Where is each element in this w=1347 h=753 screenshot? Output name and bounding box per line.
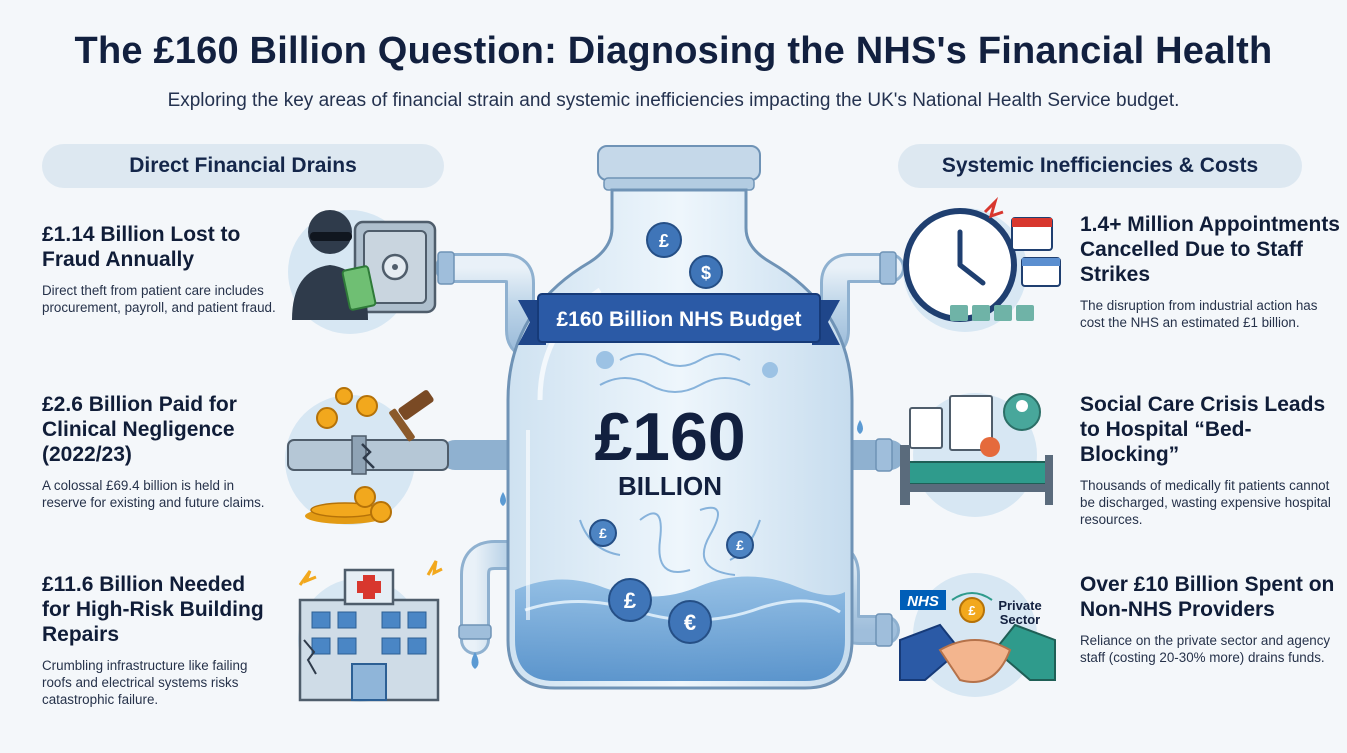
budget-banner bbox=[518, 293, 840, 345]
left-item-title: £11.6 Billion Needed for High-Risk Build… bbox=[42, 573, 264, 646]
budget-banner-label: £160 Billion NHS Budget bbox=[556, 308, 801, 331]
right-item-desc: Thousands of medically fit patients cann… bbox=[1080, 478, 1331, 527]
crumbling-hospital-icon bbox=[298, 560, 443, 702]
fraud-thief-safe-icon bbox=[288, 210, 437, 334]
nhs-logo-label: NHS bbox=[907, 593, 939, 610]
coin-symbol-4: £ bbox=[736, 537, 744, 553]
right-item-title: Over £10 Billion Spent on Non-NHS Provid… bbox=[1080, 573, 1335, 621]
handshake-icon bbox=[899, 573, 1056, 697]
right-item-desc: The disruption from industrial action ha… bbox=[1080, 298, 1318, 330]
private-sector-label-line2: Sector bbox=[1000, 612, 1040, 627]
left-item-title: £1.14 Billion Lost to Fraud Annually bbox=[42, 223, 241, 271]
left-item-building-repairs: £11.6 Billion Needed for High-Risk Build… bbox=[42, 572, 277, 708]
pipe-flanges bbox=[437, 251, 897, 647]
left-item-title: £2.6 Billion Paid for Clinical Negligenc… bbox=[42, 393, 237, 466]
right-section-heading: Systemic Inefficiencies & Costs bbox=[898, 144, 1302, 188]
coin-symbol-1: £ bbox=[659, 231, 669, 251]
page-subtitle: Exploring the key areas of financial str… bbox=[167, 90, 1180, 111]
left-item-desc: A colossal £69.4 billion is held in rese… bbox=[42, 478, 265, 510]
left-item-negligence: £2.6 Billion Paid for Clinical Negligenc… bbox=[42, 392, 277, 511]
left-section-heading: Direct Financial Drains bbox=[42, 144, 444, 188]
right-item-bed-blocking: Social Care Crisis Leads to Hospital “Be… bbox=[1080, 392, 1340, 528]
clock-calendar-icon bbox=[903, 196, 1061, 332]
hospital-bed-icon bbox=[900, 393, 1053, 517]
page-title: The £160 Billion Question: Diagnosing th… bbox=[74, 30, 1273, 72]
coin-symbol-6: € bbox=[684, 610, 696, 635]
handshake-coin-symbol: £ bbox=[968, 603, 976, 618]
left-item-fraud: £1.14 Billion Lost to Fraud Annually Dir… bbox=[42, 222, 277, 316]
coin-symbol-3: £ bbox=[599, 525, 607, 541]
left-item-desc: Direct theft from patient care includes … bbox=[42, 283, 276, 315]
leaking-pipe-gavel-icon bbox=[285, 387, 449, 525]
coin-symbol-2: $ bbox=[701, 263, 711, 283]
right-item-non-nhs-providers: Over £10 Billion Spent on Non-NHS Provid… bbox=[1080, 572, 1340, 666]
coin-symbol-5: £ bbox=[624, 588, 637, 613]
bottle-coins bbox=[589, 222, 778, 644]
left-item-desc: Crumbling infrastructure like failing ro… bbox=[42, 658, 248, 707]
right-item-desc: Reliance on the private sector and agenc… bbox=[1080, 633, 1331, 665]
right-item-title: Social Care Crisis Leads to Hospital “Be… bbox=[1080, 393, 1326, 466]
right-item-title: 1.4+ Million Appointments Cancelled Due … bbox=[1080, 213, 1340, 286]
right-item-strikes: 1.4+ Million Appointments Cancelled Due … bbox=[1080, 212, 1340, 331]
private-sector-label: Private bbox=[998, 598, 1041, 613]
budget-unit: BILLION bbox=[618, 471, 722, 501]
budget-amount: £160 bbox=[594, 399, 745, 475]
